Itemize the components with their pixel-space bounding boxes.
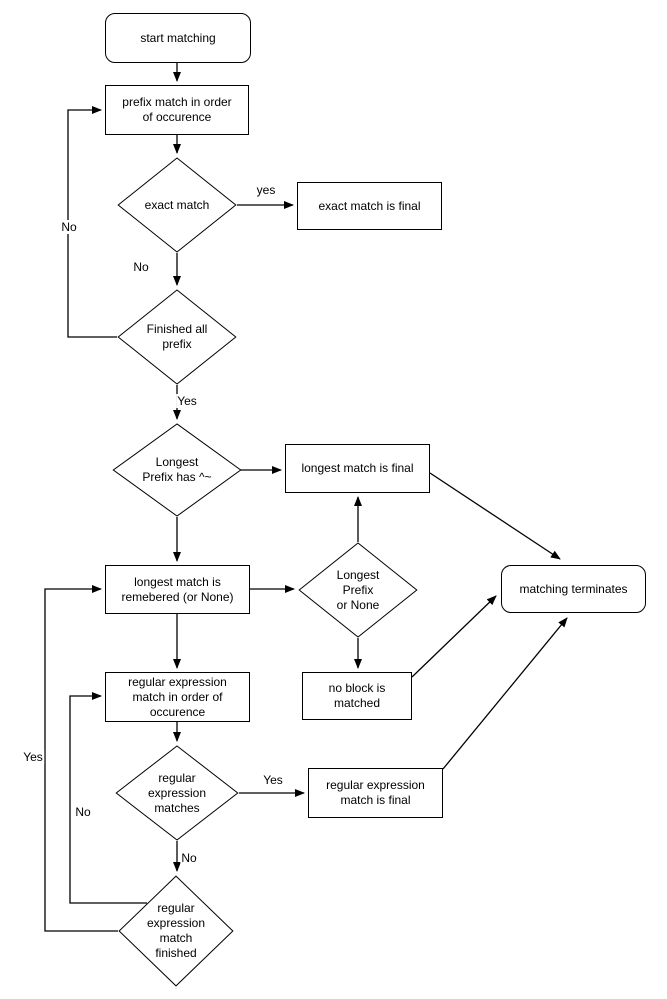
node-start-matching: start matching	[105, 13, 251, 63]
node-exact-match-decision: exact match	[117, 157, 237, 253]
diamond-shape	[115, 745, 239, 841]
edge-regexfinished-no-loop	[69, 692, 147, 904]
diamond-shape	[112, 423, 242, 517]
edge-label-finished-inner-no: No	[74, 805, 92, 819]
node-regex-match-finished-decision: regular expression match finished	[118, 875, 234, 987]
diamond-shape	[298, 542, 418, 638]
diamond-shape	[117, 157, 237, 253]
node-label: Longest Prefix or None	[336, 567, 380, 612]
edge-label-exact-yes: yes	[255, 183, 277, 197]
node-label: regular expression match finished	[146, 901, 206, 960]
node-no-block-is-matched: no block is matched	[302, 672, 412, 720]
node-matching-terminates: matching terminates	[501, 565, 646, 613]
edge-regexfinished-yes-loop	[44, 585, 118, 932]
node-label: Finished all prefix	[146, 322, 208, 351]
diamond-shape	[117, 289, 237, 385]
node-exact-match-is-final: exact match is final	[297, 182, 442, 230]
edge-label-finished-loop-no: No	[60, 220, 78, 234]
edge-longestfinal-to-terminates	[429, 472, 561, 560]
diamond-shape	[118, 875, 234, 987]
node-label: exact match	[144, 197, 210, 212]
node-regex-match-in-order: regular expression match in order of occ…	[105, 672, 250, 722]
node-finished-all-prefix-decision: Finished all prefix	[117, 289, 237, 385]
node-longest-match-remembered: longest match is remebered (or None)	[105, 565, 250, 614]
node-longest-prefix-or-none-decision: Longest Prefix or None	[298, 542, 418, 638]
node-prefix-match-in-order: prefix match in order of occurence	[105, 85, 249, 135]
edge-label-finished-yes: Yes	[176, 394, 198, 408]
node-longest-match-is-final: longest match is final	[285, 444, 430, 493]
node-regex-match-is-final: regular expression match is final	[308, 768, 443, 818]
edge-label-finished-outer-yes: Yes	[22, 750, 44, 764]
node-longest-prefix-has-caret-tilde-decision: Longest Prefix has ^~	[112, 423, 242, 517]
node-regex-matches-decision: regular expression matches	[115, 745, 239, 841]
edge-label-regex-yes: Yes	[262, 773, 284, 787]
edge-label-regex-no: No	[180, 851, 198, 865]
node-label: regular expression matches	[147, 770, 207, 815]
edge-label-exact-no: No	[132, 260, 150, 274]
node-label: Longest Prefix has ^~	[142, 455, 212, 484]
edge-regexfinal-to-terminates	[442, 617, 568, 770]
edge-noblock-to-terminates	[411, 595, 497, 678]
